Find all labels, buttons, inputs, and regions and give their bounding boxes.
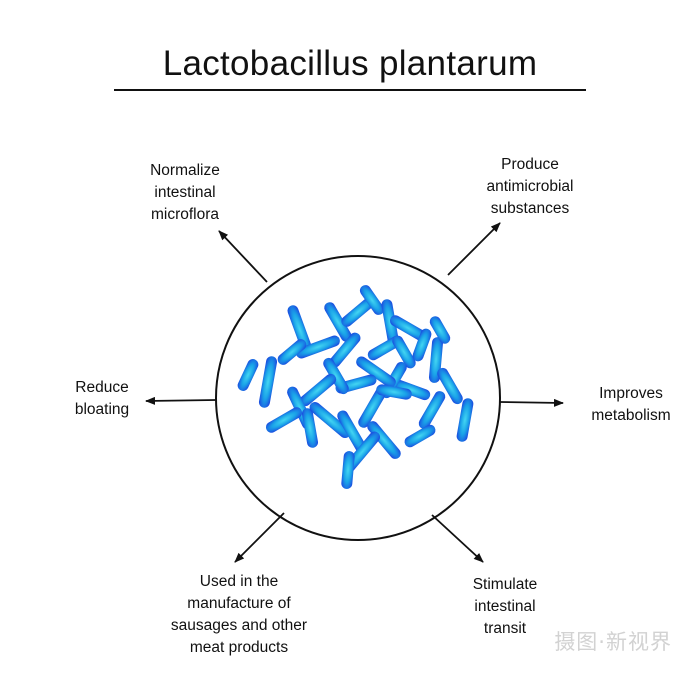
label-line: intestinal <box>474 598 536 615</box>
arrow-sausages <box>234 512 285 563</box>
arrows-group <box>145 222 564 563</box>
label-reduce-bloating: Reduce bloating <box>52 377 152 421</box>
label-sausages-manufacture: Used in the manufacture of sausages and … <box>144 571 334 659</box>
bacterium-rod <box>358 388 386 428</box>
bacterium-rod <box>309 401 351 439</box>
bacterium-rod <box>359 285 385 315</box>
bacterium-rod <box>341 451 355 489</box>
bacterium-rod <box>381 299 399 345</box>
bacterium-rod <box>287 305 313 355</box>
title-underline <box>114 89 586 91</box>
bacterium-rod <box>392 335 416 369</box>
bacterium-rod <box>341 297 375 327</box>
arrow-metabolism <box>499 398 564 407</box>
bacterium-rod <box>389 315 427 341</box>
label-line: metabolism <box>591 407 671 424</box>
bacterium-rod <box>301 408 319 448</box>
bacterium-rod <box>356 356 396 388</box>
bacterium-rod <box>258 356 278 408</box>
label-line: intestinal <box>154 184 216 201</box>
bacterium-rod <box>404 424 436 448</box>
bacterium-rod <box>265 407 303 433</box>
bacterium-rod <box>412 328 432 362</box>
label-line: substances <box>490 200 570 217</box>
label-stimulate-transit: Stimulate intestinal transit <box>440 574 570 640</box>
bacterium-rod <box>296 335 340 359</box>
label-line: antimicrobial <box>486 178 574 195</box>
bacterium-rod <box>324 302 352 342</box>
arrow-transit <box>431 514 484 563</box>
label-line: transit <box>483 620 527 637</box>
bacterium-rod <box>418 391 446 429</box>
bacterium-rod <box>323 357 349 395</box>
label-line: Produce <box>501 156 559 173</box>
bacterium-rod <box>367 421 401 459</box>
label-line: manufacture of <box>187 595 291 612</box>
bacteria-cluster <box>237 285 474 489</box>
label-improves-metabolism: Improves metabolism <box>572 383 690 427</box>
bacterium-rod <box>329 332 361 368</box>
label-line: Improves <box>599 385 663 402</box>
bacterium-rod <box>456 398 474 442</box>
bacterium-rod <box>429 316 451 344</box>
bacteria-circle <box>215 255 501 541</box>
label-line: Reduce <box>75 379 129 396</box>
label-line: meat products <box>189 639 289 656</box>
label-line: Normalize <box>150 162 220 179</box>
label-antimicrobial-substances: Produce antimicrobial substances <box>450 154 610 220</box>
label-normalize-microflora: Normalize intestinal microflora <box>110 160 260 226</box>
label-line: microflora <box>150 206 220 223</box>
label-line: sausages and other <box>170 617 308 634</box>
label-line: Used in the <box>199 573 279 590</box>
label-line: bloating <box>74 401 130 418</box>
arrow-bloating <box>145 396 217 405</box>
arrow-antimicrobial <box>447 222 501 276</box>
bacterium-rod <box>277 339 307 365</box>
arrow-normalize <box>218 230 268 283</box>
label-line: Stimulate <box>472 576 538 593</box>
diagram-title: Lactobacillus plantarum <box>162 44 538 83</box>
bacterium-rod <box>337 410 367 454</box>
bacterium-rod <box>437 367 463 405</box>
bacterium-rod <box>393 379 431 401</box>
bacterium-rod <box>237 359 259 391</box>
bacterium-rod <box>299 373 337 407</box>
bacterium-rod <box>376 384 412 400</box>
watermark: 摄图·新视界 <box>554 630 672 654</box>
